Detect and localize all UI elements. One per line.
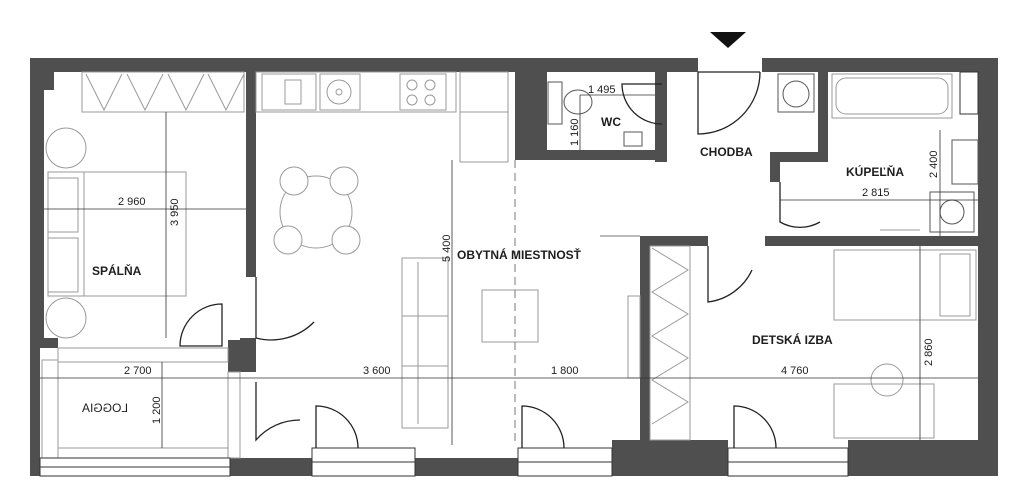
dim-detska-width: 4 760 bbox=[781, 365, 809, 377]
dimension-lines bbox=[40, 94, 978, 448]
furniture bbox=[41, 71, 979, 459]
dim-spalna-depth: 3 950 bbox=[169, 198, 181, 226]
room-label-spalna: SPÁLŇA bbox=[92, 263, 142, 278]
dim-kupelna-width: 2 815 bbox=[862, 187, 890, 199]
dim-row-1800: 1 800 bbox=[551, 365, 579, 377]
dim-loggia-width: 2 700 bbox=[124, 365, 152, 377]
dim-obytna-depth: 5 400 bbox=[441, 234, 453, 262]
dim-kupelna-depth: 2 400 bbox=[928, 150, 940, 178]
room-label-detska: DETSKÁ IZBA bbox=[752, 332, 833, 347]
dim-row-3600: 3 600 bbox=[363, 365, 391, 377]
dim-loggia-depth: 1 200 bbox=[151, 396, 163, 424]
room-label-chodba: CHODBA bbox=[700, 145, 753, 159]
room-label-obytna: OBYTNÁ MIESTNOSŤ bbox=[457, 247, 582, 262]
dim-detska-depth: 2 860 bbox=[923, 338, 935, 366]
room-label-kupelna: KÚPEĽŇA bbox=[846, 164, 904, 179]
doors bbox=[179, 71, 821, 449]
dim-wc-width: 1 495 bbox=[588, 84, 616, 96]
room-label-wc: WC bbox=[601, 115, 621, 129]
windows bbox=[39, 71, 979, 477]
dim-spalna-width: 2 960 bbox=[118, 196, 146, 208]
room-label-loggia: LOGGIA bbox=[82, 401, 128, 415]
entrance-arrow-icon bbox=[710, 32, 746, 48]
walls bbox=[30, 58, 998, 476]
dim-wc-depth: 1 160 bbox=[569, 118, 581, 146]
